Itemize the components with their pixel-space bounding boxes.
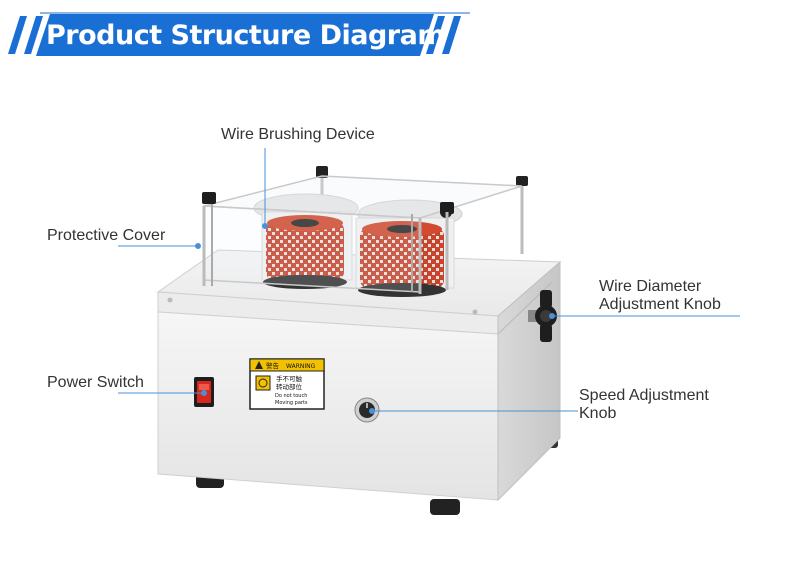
label-wire-diameter-line2: Adjustment Knob (599, 296, 721, 313)
wire-diameter-knob (528, 290, 557, 342)
protective-cover (202, 175, 523, 294)
warning-text-en-2: Moving parts (275, 400, 308, 406)
label-power-switch: Power Switch (47, 374, 144, 391)
label-speed-line2: Knob (579, 405, 617, 422)
warning-text-cn-2: 转动部位 (276, 382, 303, 391)
warning-title-cn: 警告 (266, 361, 280, 370)
warning-text-cn-1: 手不可触 (276, 374, 303, 383)
wire-brushes (253, 193, 463, 297)
speed-knob (354, 397, 380, 423)
warning-text-en-1: Do not touch (275, 393, 307, 399)
callout-lines (118, 148, 740, 414)
label-wire-brushing-device: Wire Brushing Device (221, 126, 375, 143)
page-title: Product Structure Diagram (46, 20, 445, 51)
label-speed-line1: Speed Adjustment (579, 387, 709, 404)
warning-label (249, 358, 325, 410)
label-protective-cover: Protective Cover (47, 227, 166, 244)
title-banner-graphic (0, 12, 790, 58)
label-wire-diameter-line1: Wire Diameter (599, 278, 702, 295)
machine-foot (430, 499, 460, 515)
title-banner (0, 12, 790, 58)
machine-body (156, 249, 562, 502)
warning-title-en: WARNING (286, 363, 316, 370)
